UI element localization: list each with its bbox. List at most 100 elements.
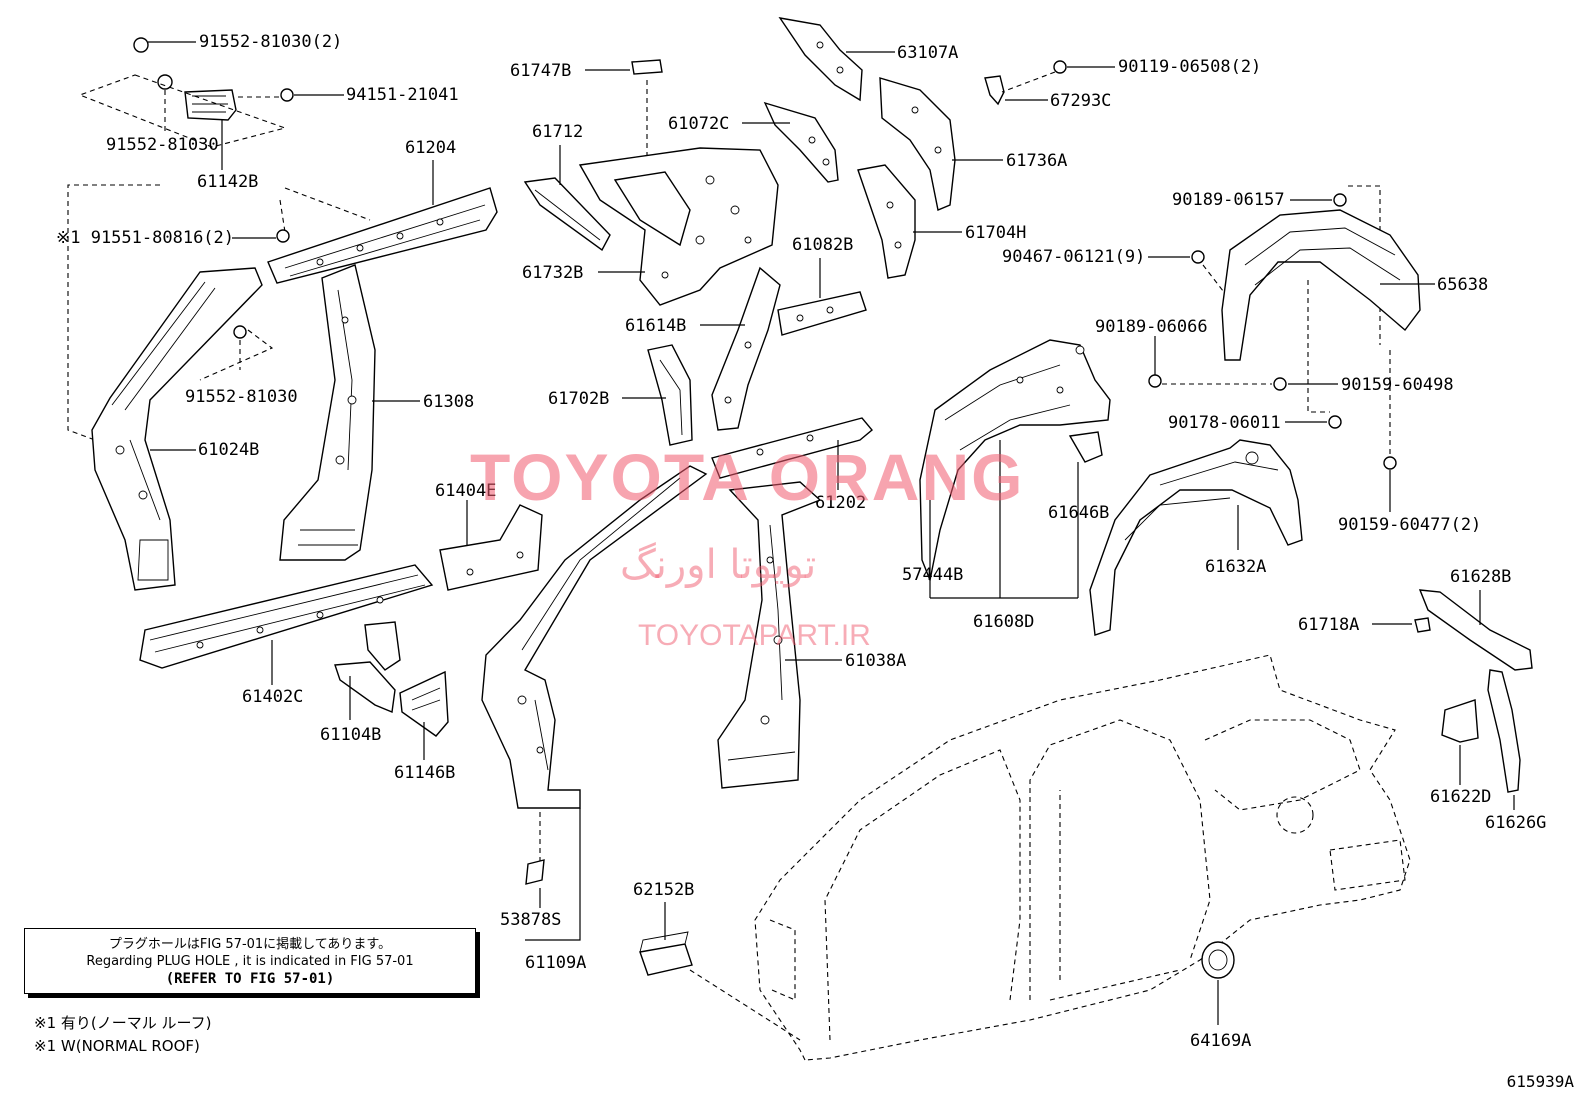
label-57444b[interactable]: 57444B: [902, 565, 963, 585]
clip-53878s-icon[interactable]: [525, 859, 545, 885]
note-line-ref[interactable]: (REFER TO FIG 57-01): [165, 971, 335, 987]
reinforcement-61702b[interactable]: [647, 344, 693, 446]
label-61308[interactable]: 61308: [423, 392, 474, 412]
front-pillar-outer-61109a[interactable]: [481, 465, 708, 809]
label-91552-81030-b[interactable]: 91552-81030: [185, 387, 298, 407]
rocker-panel-61402c[interactable]: [139, 564, 434, 669]
label-61109a[interactable]: 61109A: [525, 953, 586, 973]
reinforcement-61628b[interactable]: [1418, 589, 1533, 671]
footnote-jp: ※1 有り(ノーマル ルーフ): [34, 1014, 212, 1032]
label-61626g[interactable]: 61626G: [1485, 813, 1546, 833]
watermark-site: TOYOTAPART.IR: [638, 619, 871, 652]
label-90189-06157[interactable]: 90189-06157: [1172, 190, 1285, 210]
bracket-61146b[interactable]: [399, 670, 449, 737]
nut-90178-06011-icon[interactable]: [1328, 415, 1342, 429]
label-61614b[interactable]: 61614B: [625, 316, 686, 336]
wheel-house-61608d[interactable]: [919, 339, 1111, 583]
label-61628b[interactable]: 61628B: [1450, 567, 1511, 587]
panel-61736a[interactable]: [879, 77, 956, 211]
clip-90159-60477-icon[interactable]: [1383, 456, 1397, 470]
roof-rail-61202[interactable]: [711, 417, 873, 479]
label-61024b[interactable]: 61024B: [198, 440, 259, 460]
label-61732b[interactable]: 61732B: [522, 263, 583, 283]
label-53878s[interactable]: 53878S: [500, 910, 561, 930]
screw-90159-60498-icon[interactable]: [1273, 377, 1287, 391]
label-61104b[interactable]: 61104B: [320, 725, 381, 745]
label-61736a[interactable]: 61736A: [1006, 151, 1067, 171]
label-67293c[interactable]: 67293C: [1050, 91, 1111, 111]
clip-90189-06066-icon[interactable]: [1148, 374, 1162, 388]
bracket-61622d[interactable]: [1441, 699, 1479, 743]
label-91552-81030-a[interactable]: 91552-81030: [106, 135, 219, 155]
label-62152b[interactable]: 62152B: [633, 880, 694, 900]
bracket-61646b-icon[interactable]: [1068, 431, 1103, 463]
center-pillar-61038a[interactable]: [717, 481, 822, 789]
label-63107a[interactable]: 63107A: [897, 43, 958, 63]
cap-64169a[interactable]: [1201, 941, 1235, 979]
label-90159-60498[interactable]: 90159-60498: [1341, 375, 1454, 395]
quarter-inner-panel-61732b[interactable]: [578, 147, 779, 306]
label-61702b[interactable]: 61702B: [548, 389, 609, 409]
label-61204[interactable]: 61204: [405, 138, 456, 158]
label-65638[interactable]: 65638: [1437, 275, 1488, 295]
label-90189-06066[interactable]: 90189-06066: [1095, 317, 1208, 337]
roof-rail-61204[interactable]: [267, 187, 498, 284]
label-61622d[interactable]: 61622D: [1430, 787, 1491, 807]
reinforcement-61614b[interactable]: [711, 266, 781, 431]
plug-hole-note: プラグホールはFIG 57-01に掲載してあります。 Regarding PLU…: [24, 928, 476, 994]
screw-90189-06157-icon[interactable]: [1333, 193, 1347, 207]
label-90178-06011[interactable]: 90178-06011: [1168, 413, 1281, 433]
label-61404e[interactable]: 61404E: [435, 481, 496, 501]
label-61146b[interactable]: 61146B: [394, 763, 455, 783]
label-61712[interactable]: 61712: [532, 122, 583, 142]
panel-61072c[interactable]: [763, 101, 839, 183]
bracket-61404e[interactable]: [439, 504, 543, 591]
label-61646b[interactable]: 61646B: [1048, 503, 1109, 523]
nut-94151-21041-icon[interactable]: [280, 88, 294, 102]
bracket-61718a-icon[interactable]: [1414, 617, 1431, 633]
body-side-outer-panel: [754, 654, 1411, 1061]
bracket-61142b-shape[interactable]: [184, 89, 237, 121]
label-61202[interactable]: 61202: [815, 493, 866, 513]
label-61082b[interactable]: 61082B: [792, 235, 853, 255]
center-pillar-61308[interactable]: [279, 264, 376, 561]
label-61632a[interactable]: 61632A: [1205, 557, 1266, 577]
bracket-61142b-group: [78, 37, 294, 148]
label-90159-60477[interactable]: 90159-60477(2): [1338, 515, 1481, 535]
watermark-brand: TOYOTA ORANG: [470, 440, 1024, 514]
note-line-jp: プラグホールはFIG 57-01に掲載してあります。: [108, 937, 392, 952]
label-61038a[interactable]: 61038A: [845, 651, 906, 671]
label-61704h[interactable]: 61704H: [965, 223, 1026, 243]
clip-61747b-icon[interactable]: [631, 59, 663, 75]
label-61718a[interactable]: 61718A: [1298, 615, 1359, 635]
fender-liner-65638[interactable]: [1221, 209, 1421, 361]
bracket-61104b[interactable]: [334, 621, 401, 713]
bracket-61712[interactable]: [523, 177, 611, 252]
label-61747b[interactable]: 61747B: [510, 61, 571, 81]
bracket-67293c-icon[interactable]: [984, 75, 1005, 106]
label-61142b[interactable]: 61142B: [197, 172, 258, 192]
label-91551-80816[interactable]: ※1 91551-80816(2): [56, 228, 234, 248]
label-61072c[interactable]: 61072C: [668, 114, 729, 134]
label-64169a[interactable]: 64169A: [1190, 1031, 1251, 1051]
bracket-61082b[interactable]: [777, 291, 867, 336]
label-91552-81030-2[interactable]: 91552-81030(2): [199, 32, 342, 52]
bolt-91552-81030-top-icon[interactable]: [133, 37, 149, 53]
bolt-90119-06508-icon[interactable]: [1053, 60, 1067, 74]
nut-90467-06121-icon[interactable]: [1191, 250, 1205, 264]
label-61608d[interactable]: 61608D: [973, 612, 1034, 632]
reinforcement-61626g[interactable]: [1487, 669, 1521, 793]
pad-62152b[interactable]: [639, 931, 693, 976]
panel-63107a[interactable]: [778, 17, 863, 102]
wheel-arch-61632a[interactable]: [1089, 439, 1303, 636]
label-61402c[interactable]: 61402C: [242, 687, 303, 707]
front-pillar-61024b[interactable]: [91, 267, 263, 591]
panel-61704h[interactable]: [857, 164, 916, 279]
bolt-91552-81030-b-icon[interactable]: [233, 325, 247, 339]
label-94151-21041[interactable]: 94151-21041: [346, 85, 459, 105]
label-90467-06121[interactable]: 90467-06121(9): [1002, 247, 1145, 267]
label-90119-06508[interactable]: 90119-06508(2): [1118, 57, 1261, 77]
bolt-91551-80816-icon[interactable]: [276, 229, 290, 243]
bolt-91552-81030-icon[interactable]: [157, 74, 173, 90]
